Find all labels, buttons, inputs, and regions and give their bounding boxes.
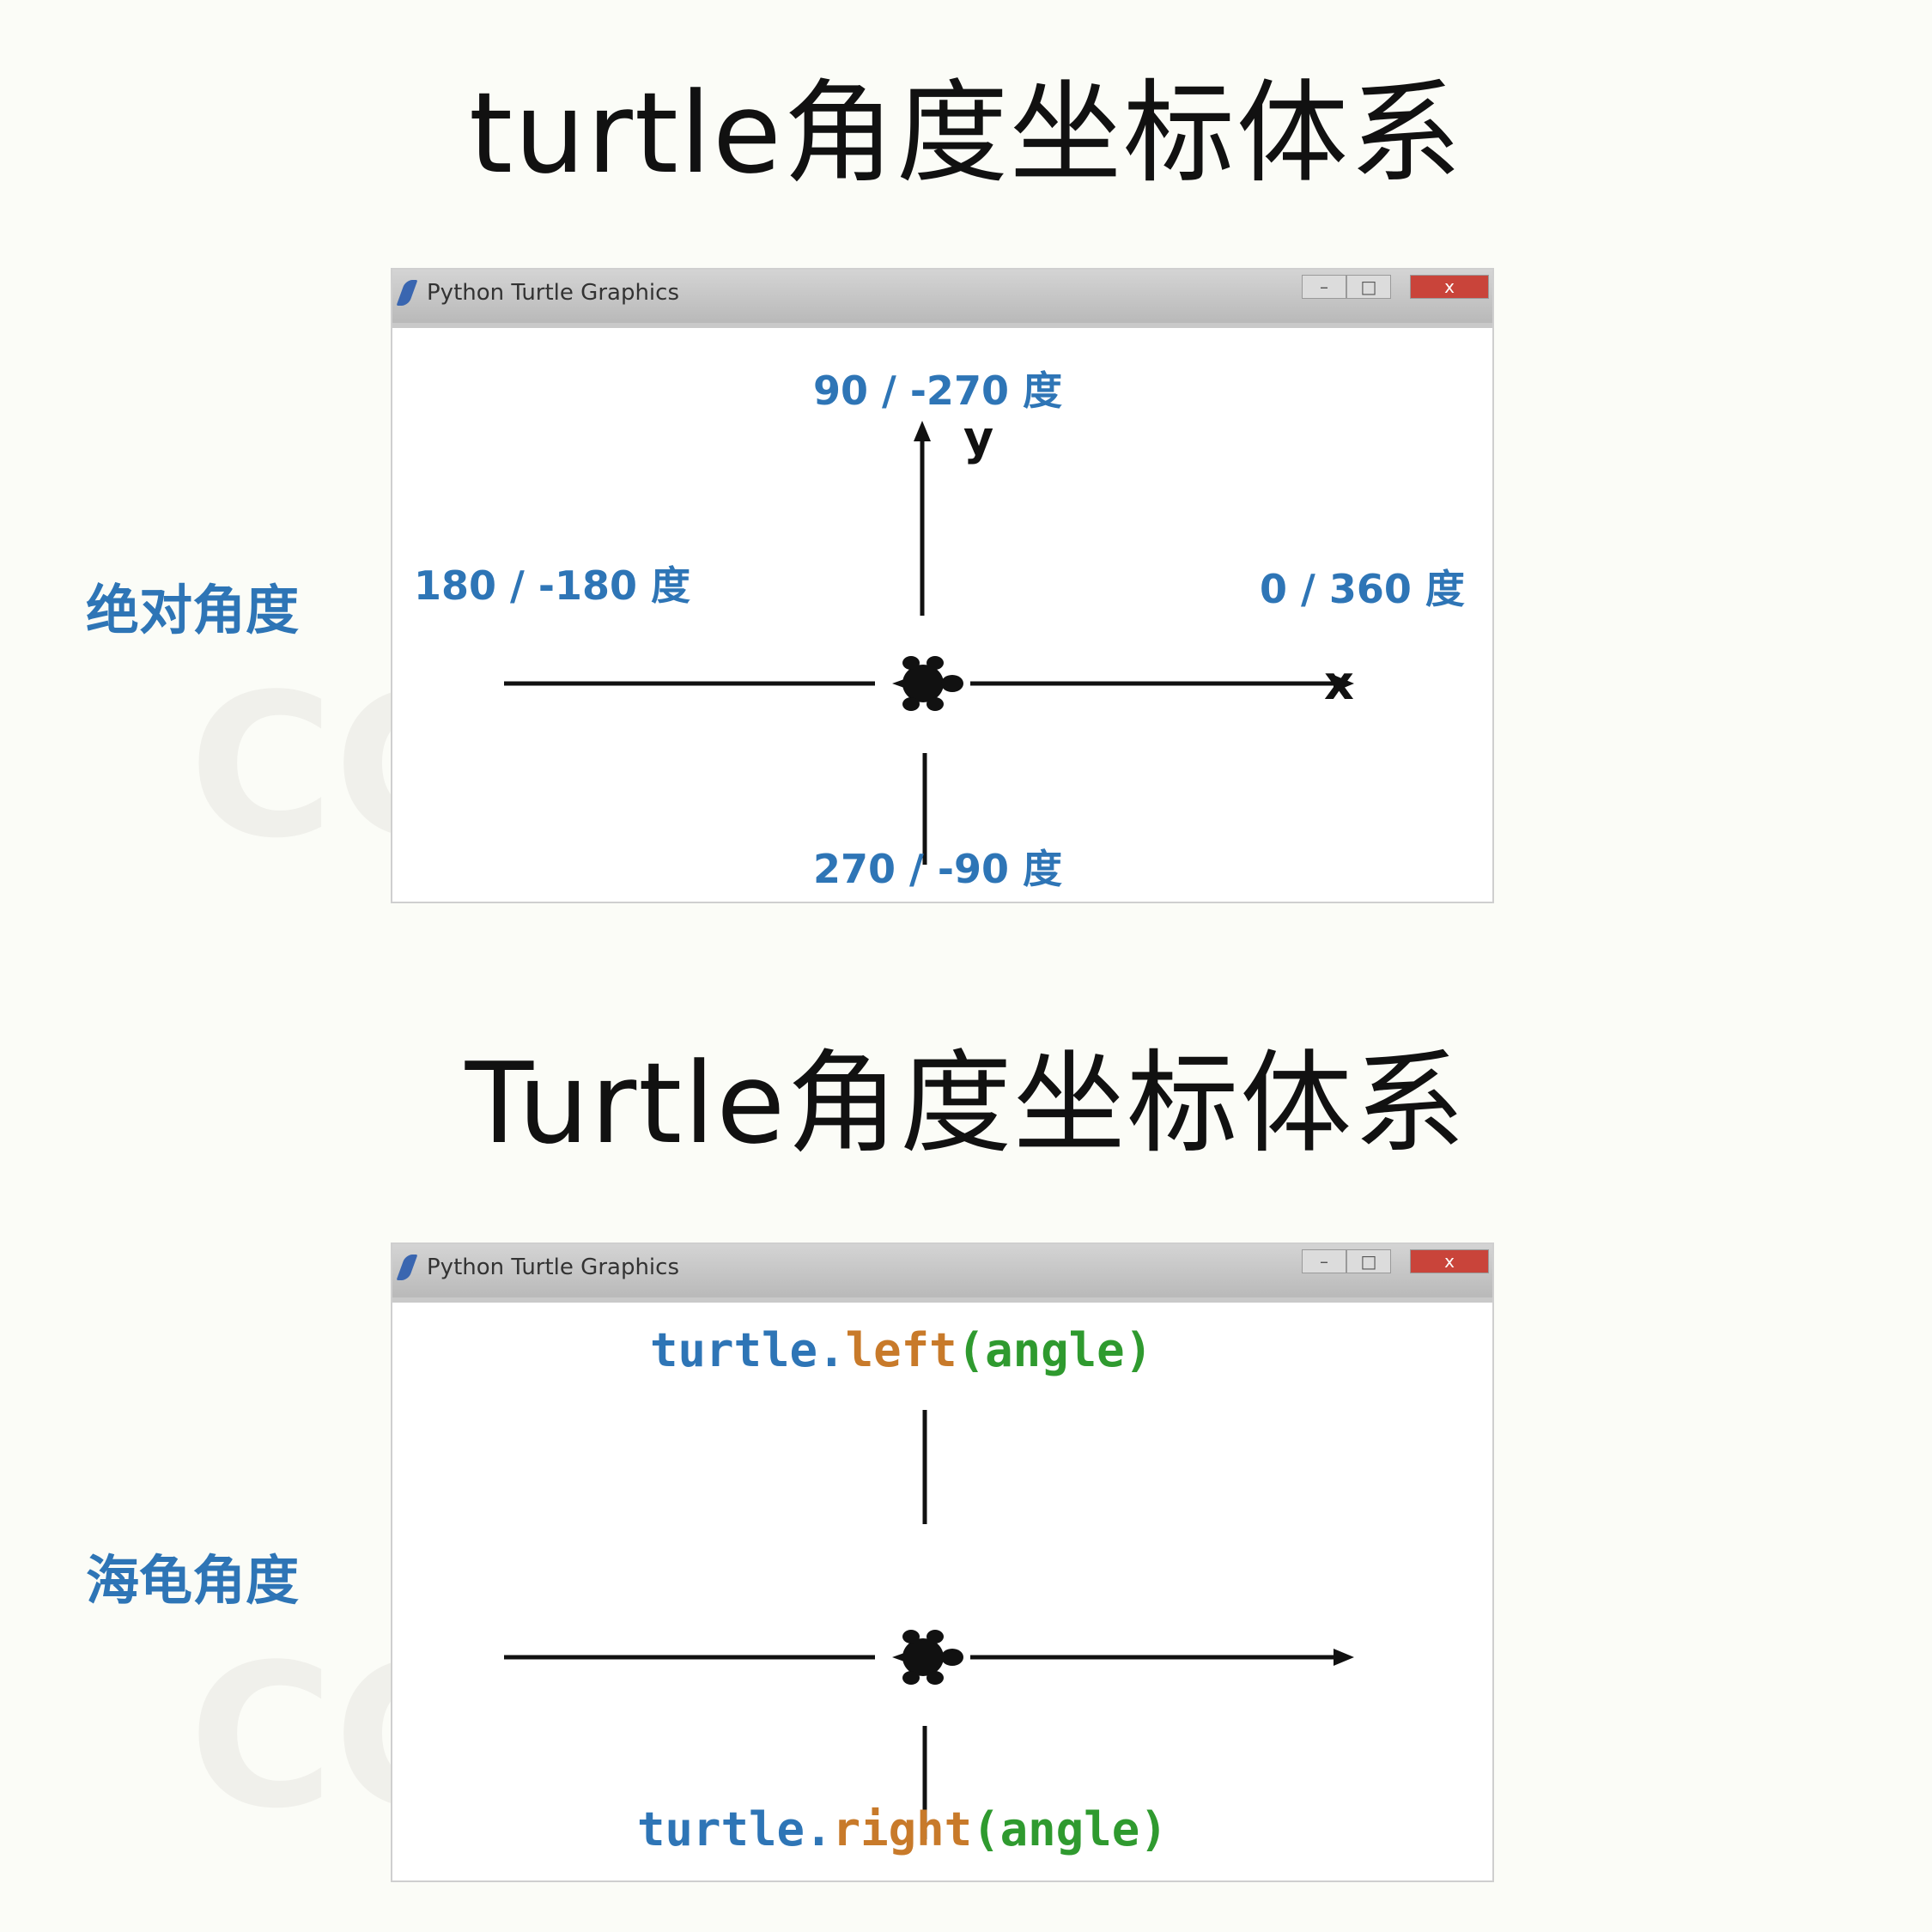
section1-heading: turtle角度坐标体系 (469, 68, 1463, 198)
minimize-icon[interactable]: – (1302, 275, 1346, 299)
x-axis-arrowhead (1334, 675, 1354, 692)
turtle-window-relative: Python Turtle Graphics – □ x turtle.left… (391, 1242, 1494, 1882)
turtle-left-call: turtle.left(angle) (650, 1323, 1152, 1377)
window-titlebar[interactable]: Python Turtle Graphics – □ x (392, 1244, 1492, 1303)
close-icon[interactable]: x (1410, 1249, 1489, 1273)
code-method: left (845, 1323, 957, 1377)
absolute-angle-label: 绝对角度 (86, 579, 300, 641)
feather-icon (396, 1255, 418, 1280)
label-180-degrees: 180 / -180 度 (414, 562, 690, 609)
absolute-angle-diagram (504, 421, 1354, 865)
maximize-icon[interactable]: □ (1346, 1249, 1391, 1273)
code-args: (angle) (972, 1802, 1168, 1856)
section2-heading: Turtle角度坐标体系 (465, 1038, 1467, 1169)
turtle-icon (892, 656, 963, 711)
code-object: turtle. (637, 1802, 833, 1856)
y-axis-arrowhead (914, 421, 931, 441)
code-object: turtle. (650, 1323, 846, 1377)
feather-icon (396, 280, 418, 306)
label-90-degrees: 90 / -270 度 (813, 368, 1062, 414)
window-titlebar[interactable]: Python Turtle Graphics – □ x (392, 270, 1492, 328)
turtle-right-call: turtle.right(angle) (637, 1802, 1168, 1856)
turtle-angle-diagram (504, 1410, 1354, 1839)
minimize-icon[interactable]: – (1302, 1249, 1346, 1273)
label-0-degrees: 0 / 360 度 (1260, 566, 1465, 612)
close-icon[interactable]: x (1410, 275, 1489, 299)
label-270-degrees: 270 / -90 度 (813, 846, 1062, 892)
code-args: (angle) (957, 1323, 1153, 1377)
x-axis-label: x (1324, 656, 1354, 710)
y-axis-label: y (963, 411, 994, 465)
turtle-icon (892, 1630, 963, 1685)
code-method: right (832, 1802, 973, 1856)
maximize-icon[interactable]: □ (1346, 275, 1391, 299)
turtle-angle-label: 海龟角度 (86, 1549, 300, 1612)
turtle-window-absolute: Python Turtle Graphics – □ x 90 / -270 度… (391, 268, 1494, 903)
heading-arrowhead (1334, 1649, 1354, 1666)
window-title: Python Turtle Graphics (427, 1255, 679, 1280)
window-title: Python Turtle Graphics (427, 280, 679, 306)
